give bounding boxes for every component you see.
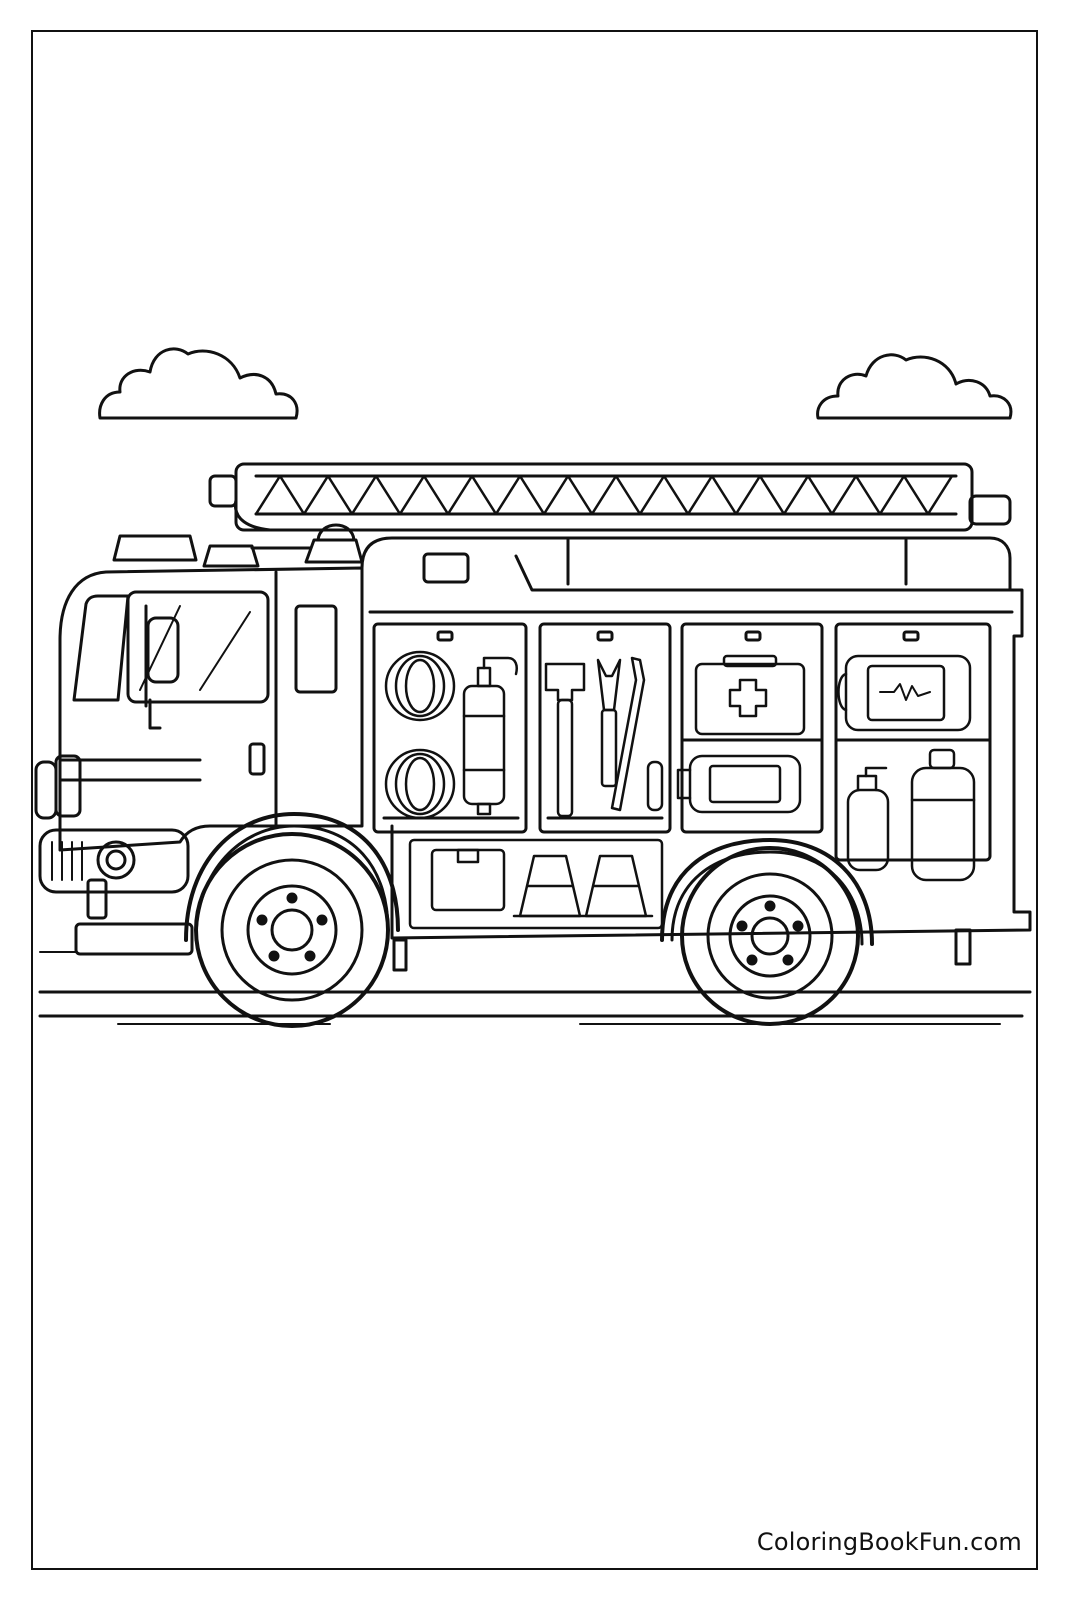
fire-extinguisher-icon <box>462 656 518 816</box>
cloud-left <box>98 347 299 420</box>
page-border <box>31 30 1038 1570</box>
cloud-right <box>816 353 1013 420</box>
first-aid-kit-icon <box>694 654 806 736</box>
monitor-icon <box>676 754 802 814</box>
oxygen-tank-icon <box>846 748 976 882</box>
cab <box>58 566 364 852</box>
storage-box-icon <box>408 838 664 930</box>
traffic-cone-icon <box>512 854 654 918</box>
tools-icon <box>544 656 664 818</box>
road <box>38 951 1032 1025</box>
rear-wheel <box>680 846 860 1026</box>
front-wheel <box>194 832 390 1028</box>
hose-reels <box>384 650 456 820</box>
front-bumper <box>34 754 194 956</box>
watermark-text: ColoringBookFun.com <box>756 1528 1022 1556</box>
ladder <box>208 462 1012 532</box>
roof-lights <box>112 523 364 568</box>
defibrillator-icon <box>837 654 972 732</box>
